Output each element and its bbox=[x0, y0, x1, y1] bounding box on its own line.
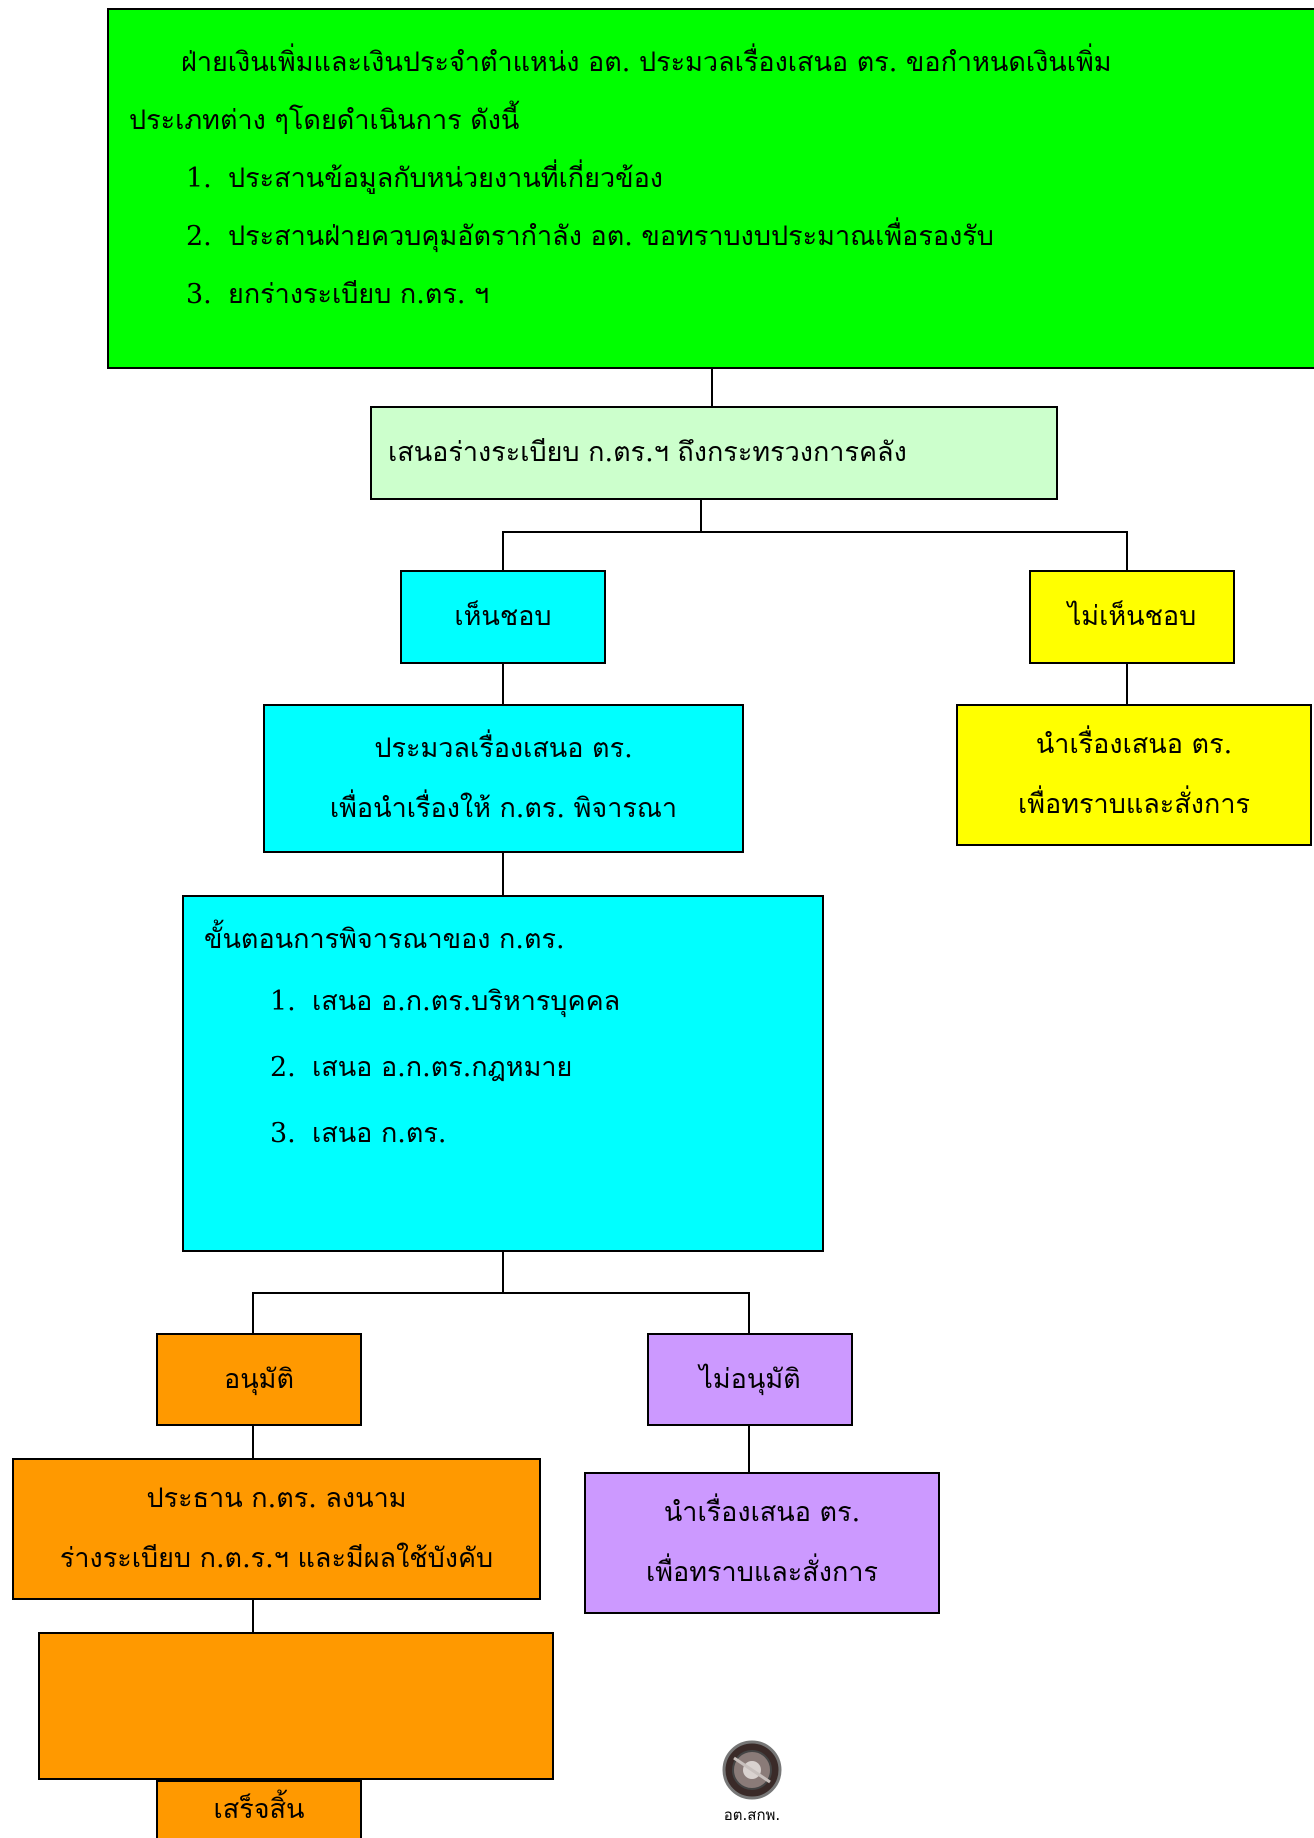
compile-line2: เพื่อนำเรื่องให้ ก.ตร. พิจารณา bbox=[329, 792, 678, 824]
not-approve-box: ไม่อนุมัติ bbox=[647, 1333, 853, 1426]
not-approve-result-box: นำเรื่องเสนอ ตร. เพื่อทราบและสั่งการ bbox=[584, 1472, 940, 1614]
connector bbox=[252, 1292, 750, 1294]
approve-box: อนุมัติ bbox=[156, 1333, 362, 1426]
top-box-line1: ฝ่ายเงินเพิ่มและเงินประจำตำแหน่ง อต. ประ… bbox=[181, 47, 1112, 78]
connector bbox=[252, 1426, 254, 1460]
top-box-item-1: 1. ประสานข้อมูลกับหน่วยงานที่เกี่ยวข้อง bbox=[186, 163, 663, 194]
logo-caption: อต.สกพ. bbox=[723, 1806, 781, 1824]
steps-title: ขั้นตอนการพิจารณาของ ก.ตร. bbox=[204, 924, 565, 955]
sign-line2: ร่างระเบียบ ก.ต.ร.ฯ และมีผลใช้บังคับ bbox=[59, 1543, 494, 1574]
connector bbox=[748, 1426, 750, 1474]
connector bbox=[502, 531, 504, 572]
connector bbox=[700, 500, 702, 532]
top-box-item-3: 3. ยกร่างระเบียบ ก.ตร. ฯ bbox=[186, 279, 490, 310]
disagree-box: ไม่เห็นชอบ bbox=[1029, 570, 1235, 664]
approve-label: อนุมัติ bbox=[223, 1363, 294, 1395]
chairman-sign-box: ประธาน ก.ตร. ลงนาม ร่างระเบียบ ก.ต.ร.ฯ แ… bbox=[12, 1458, 541, 1600]
not-approve-label: ไม่อนุมัติ bbox=[699, 1363, 801, 1395]
agree-label: เห็นชอบ bbox=[454, 601, 552, 632]
disagree-result-line1: นำเรื่องเสนอ ตร. bbox=[1035, 729, 1233, 760]
disagree-result-line2: เพื่อทราบและสั่งการ bbox=[1018, 789, 1250, 820]
notify-agencies-box bbox=[38, 1632, 554, 1780]
top-box-line2: ประเภทต่าง ๆโดยดำเนินการ ดังนี้ bbox=[129, 105, 520, 136]
top-process-box: ฝ่ายเงินเพิ่มและเงินประจำตำแหน่ง อต. ประ… bbox=[107, 8, 1314, 369]
disagree-result-box: นำเรื่องเสนอ ตร. เพื่อทราบและสั่งการ bbox=[956, 704, 1312, 846]
consideration-steps-box: ขั้นตอนการพิจารณาของ ก.ตร. 1. เสนอ อ.ก.ต… bbox=[182, 895, 824, 1252]
not-approve-result-line2: เพื่อทราบและสั่งการ bbox=[646, 1557, 878, 1588]
agree-box: เห็นชอบ bbox=[400, 570, 606, 664]
step-item-1: 1. เสนอ อ.ก.ตร.บริหารบุคคล bbox=[270, 986, 621, 1017]
disagree-label: ไม่เห็นชอบ bbox=[1067, 601, 1197, 632]
connector bbox=[252, 1600, 254, 1634]
step-item-3: 3. เสนอ ก.ตร. bbox=[270, 1118, 447, 1149]
connector bbox=[502, 531, 1128, 533]
compile-proposal-box: ประมวลเรื่องเสนอ ตร. เพื่อนำเรื่องให้ ก.… bbox=[263, 704, 744, 853]
connector bbox=[502, 1252, 504, 1293]
connector bbox=[1126, 531, 1128, 572]
done-label: เสร็จสิ้น bbox=[213, 1794, 305, 1825]
connector bbox=[252, 1292, 254, 1335]
police-seal-logo-icon bbox=[722, 1740, 782, 1800]
not-approve-result-line1: นำเรื่องเสนอ ตร. bbox=[663, 1497, 861, 1528]
step-item-2: 2. เสนอ อ.ก.ตร.กฎหมาย bbox=[270, 1052, 573, 1083]
connector bbox=[711, 369, 713, 409]
connector bbox=[748, 1292, 750, 1335]
top-box-item-2: 2. ประสานฝ่ายควบคุมอัตรากำลัง อต. ขอทราบ… bbox=[186, 221, 994, 252]
connector bbox=[502, 853, 504, 897]
submit-to-finance-box: เสนอร่างระเบียบ ก.ตร.ฯ ถึงกระทรวงการคลัง bbox=[370, 406, 1058, 500]
connector bbox=[1126, 664, 1128, 706]
submit-box-text: เสนอร่างระเบียบ ก.ตร.ฯ ถึงกระทรวงการคลัง bbox=[388, 437, 907, 468]
done-box: เสร็จสิ้น bbox=[156, 1780, 362, 1838]
sign-line1: ประธาน ก.ตร. ลงนาม bbox=[146, 1483, 407, 1514]
connector bbox=[502, 664, 504, 706]
compile-line1: ประมวลเรื่องเสนอ ตร. bbox=[374, 732, 633, 764]
